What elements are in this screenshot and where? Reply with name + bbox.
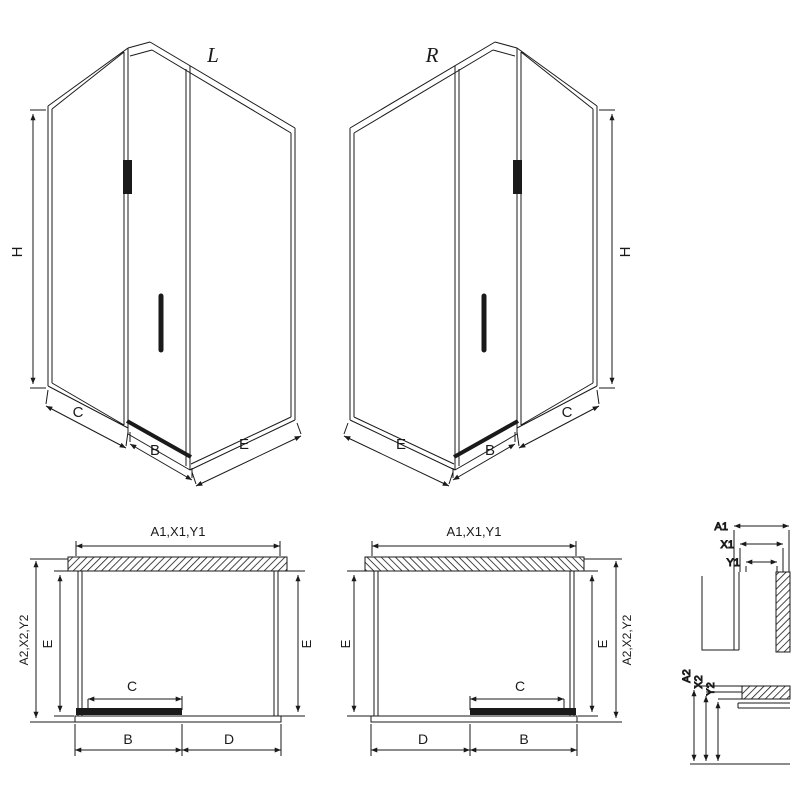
iso-left-dim-front: C bbox=[73, 404, 84, 421]
iso-right-dim-height: H bbox=[617, 247, 634, 258]
plan-right-dim-opening: C bbox=[515, 678, 525, 694]
iso-right-dim-door: B bbox=[485, 442, 495, 459]
iso-view-right: R H C B E bbox=[344, 42, 634, 486]
plan-right-dim-side-right: E bbox=[595, 639, 610, 648]
detail-bottom-label-a2: A2 bbox=[681, 669, 693, 682]
plan-left-dim-opening: C bbox=[127, 678, 137, 694]
plan-left-dim-door: B bbox=[123, 731, 132, 747]
detail-bottom-label-x2: X2 bbox=[693, 675, 705, 688]
iso-right-line-art bbox=[344, 42, 615, 486]
detail-wall-profile-top: A1 X1 Y1 bbox=[701, 521, 791, 653]
plan-left-dim-side-left: E bbox=[40, 639, 55, 648]
detail-top-label-a1: A1 bbox=[715, 521, 728, 533]
detail-top-label-y1: Y1 bbox=[727, 557, 740, 569]
iso-right-title: R bbox=[425, 43, 439, 67]
plan-right-dim-side-left: E bbox=[338, 639, 353, 648]
plan-left-dim-fixed: D bbox=[224, 731, 234, 747]
iso-left-dim-door: B bbox=[150, 442, 160, 459]
plan-right-dim-top: A1,X1,Y1 bbox=[447, 524, 502, 539]
iso-right-dim-side: E bbox=[396, 436, 406, 453]
plan-left-dim-outer: A2,X2,Y2 bbox=[17, 614, 31, 665]
plan-left-dim-side-right: E bbox=[299, 639, 314, 648]
iso-view-left: L H C B E bbox=[9, 42, 301, 486]
plan-left-dim-top: A1,X1,Y1 bbox=[151, 524, 206, 539]
iso-left-title: L bbox=[206, 43, 219, 67]
iso-left-dim-side: E bbox=[239, 436, 249, 453]
plan-right-line-art bbox=[347, 541, 622, 756]
plan-right-dim-fixed: D bbox=[418, 731, 428, 747]
plan-left-line-art bbox=[30, 541, 305, 756]
plan-right-dim-outer: A2,X2,Y2 bbox=[620, 614, 634, 665]
detail-top-label-x1: X1 bbox=[721, 539, 734, 551]
plan-view-left: A1,X1,Y1 A2,X2,Y2 E E C B D bbox=[17, 524, 314, 756]
iso-left-line-art bbox=[30, 42, 301, 486]
plan-view-right: A1,X1,Y1 E E A2,X2,Y2 C D B bbox=[338, 524, 634, 756]
detail-bottom-label-y2: Y2 bbox=[705, 682, 717, 695]
detail-wall-profile-bottom: A2 X2 Y2 bbox=[681, 669, 791, 765]
iso-left-dim-height: H bbox=[9, 247, 26, 258]
plan-right-dim-door: B bbox=[519, 731, 528, 747]
iso-right-dim-front: C bbox=[562, 404, 573, 421]
